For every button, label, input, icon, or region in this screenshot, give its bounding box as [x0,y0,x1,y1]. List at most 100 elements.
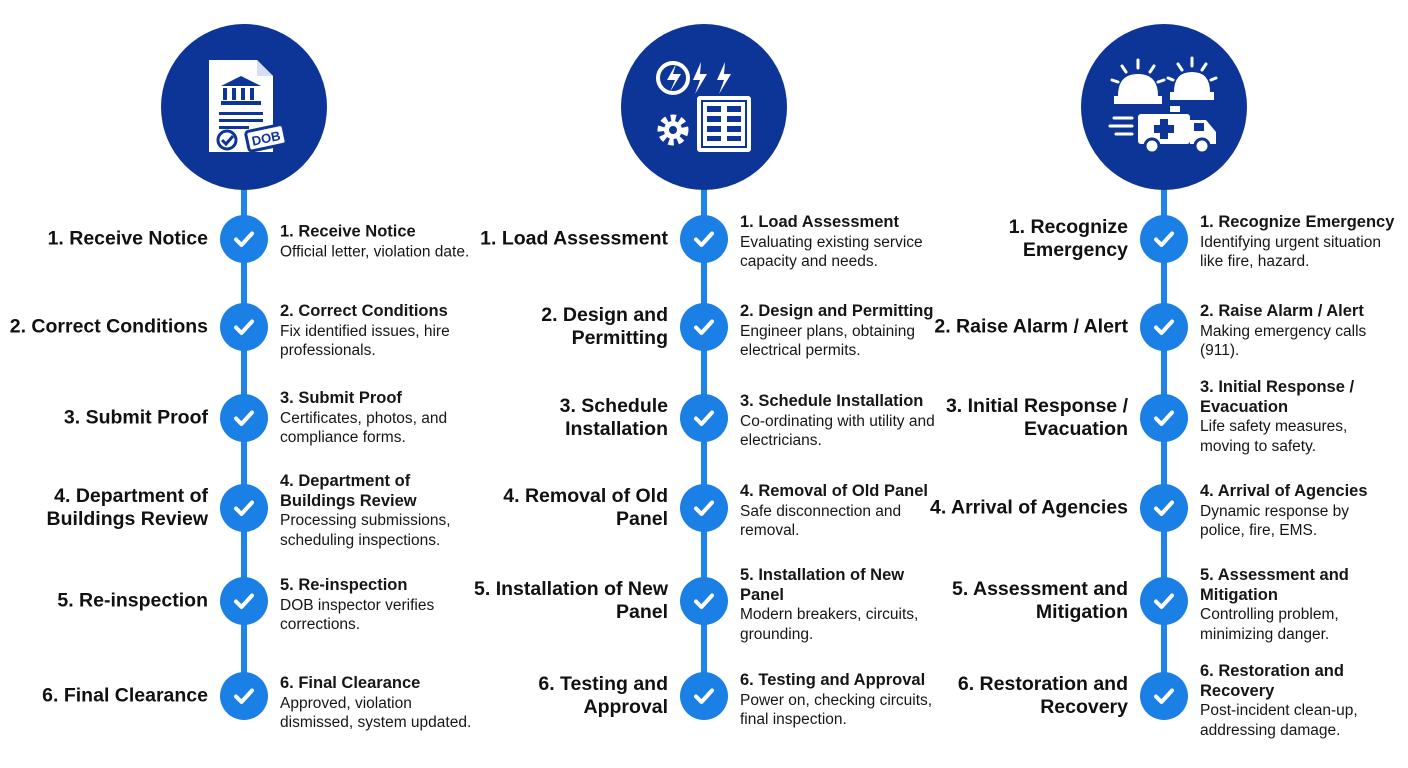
step-title: 3. Initial Response / Evacuation [1200,378,1355,416]
step-label: 6. Final Clearance [42,684,208,707]
step-text: Identifying urgent situation like fire, … [1200,233,1381,270]
timeline-spine [701,180,707,704]
check-icon [220,215,268,263]
electrical-panel-icon [621,24,787,190]
step-text: Controlling problem, minimizing danger. [1200,606,1339,643]
step-title: 2. Correct Conditions [280,301,448,320]
step-text: Modern breakers, circuits, grounding. [740,606,919,643]
step-label: 2. Raise Alarm / Alert [934,315,1128,338]
step-title: 5. Assessment and Mitigation [1200,566,1349,604]
check-icon [1140,215,1188,263]
step-text: Evaluating existing service capacity and… [740,233,923,270]
step-title: 1. Load Assessment [740,212,899,231]
step-text: Power on, checking circuits, final inspe… [740,691,933,728]
step-label: 3. Schedule Installation [559,395,668,440]
step-title: 3. Schedule Installation [740,391,924,410]
check-icon [1140,484,1188,532]
step-label: 6. Restoration and Recovery [957,673,1128,718]
step-text: Certificates, photos, and compliance for… [280,409,448,446]
step-label: 3. Submit Proof [63,406,208,429]
check-icon [680,484,728,532]
check-icon [220,672,268,720]
check-icon [680,215,728,263]
check-icon [1140,394,1188,442]
step-label: 4. Removal of Old Panel [503,485,668,530]
step-label: 3. Initial Response / Evacuation [945,395,1128,440]
step-title: 5. Installation of New Panel [740,566,905,604]
step-text: Safe disconnection and removal. [740,502,902,539]
step-title: 2. Design and Permitting [740,301,934,320]
step-text: Co-ordinating with utility and electrici… [740,412,935,449]
check-icon [680,303,728,351]
step-label: 2. Correct Conditions [9,315,208,338]
step-label: 1. Load Assessment [480,227,668,250]
check-icon [220,484,268,532]
step-title: 2. Raise Alarm / Alert [1200,301,1364,320]
step-text: Fix identified issues, hire professional… [280,322,450,359]
step-label: 5. Assessment and Mitigation [952,578,1128,623]
step-label: 6. Testing and Approval [538,673,668,718]
step-label: 5. Re-inspection [57,589,208,612]
step-text: Engineer plans, obtaining electrical per… [740,322,915,359]
check-icon [1140,303,1188,351]
check-icon [220,394,268,442]
step-title: 3. Submit Proof [280,388,402,407]
timeline-spine [241,180,247,704]
step-label: 4. Department of Buildings Review [46,485,208,530]
step-title: 4. Removal of Old Panel [740,481,928,500]
check-icon [680,394,728,442]
check-icon [1140,672,1188,720]
step-label: 1. Receive Notice [47,227,208,250]
step-label: 4. Arrival of Agencies [930,496,1128,519]
check-icon [1140,577,1188,625]
step-text: Approved, violation dismissed, system up… [280,694,472,731]
dob-stamp-text: DOB [250,128,281,149]
step-title: 5. Re-inspection [280,575,408,594]
step-title: 1. Recognize Emergency [1200,212,1395,231]
step-title: 4. Department of Buildings Review [280,472,417,510]
dob-document-icon: DOB [161,24,327,190]
step-text: Making emergency calls (911). [1200,322,1367,359]
step-text: Official letter, violation date. [280,243,470,260]
step-title: 1. Receive Notice [280,222,416,241]
step-label: 5. Installation of New Panel [474,578,668,623]
emergency-response-icon [1081,24,1247,190]
step-text: Processing submissions, scheduling inspe… [280,512,451,549]
step-text: Life safety measures, moving to safety. [1200,418,1348,455]
step-title: 6. Final Clearance [280,673,421,692]
step-text: Dynamic response by police, fire, EMS. [1200,502,1350,539]
step-title: 4. Arrival of Agencies [1200,481,1368,500]
step-title: 6. Testing and Approval [740,670,926,689]
step-label: 2. Design and Permitting [541,304,668,349]
step-text: DOB inspector verifies corrections. [280,596,435,633]
check-icon [220,577,268,625]
step-text: Post-incident clean-up, addressing damag… [1200,702,1358,739]
step-title: 6. Restoration and Recovery [1200,662,1344,700]
check-icon [680,672,728,720]
step-label: 1. Recognize Emergency [1008,216,1128,261]
check-icon [220,303,268,351]
check-icon [680,577,728,625]
timeline-spine [1161,180,1167,704]
